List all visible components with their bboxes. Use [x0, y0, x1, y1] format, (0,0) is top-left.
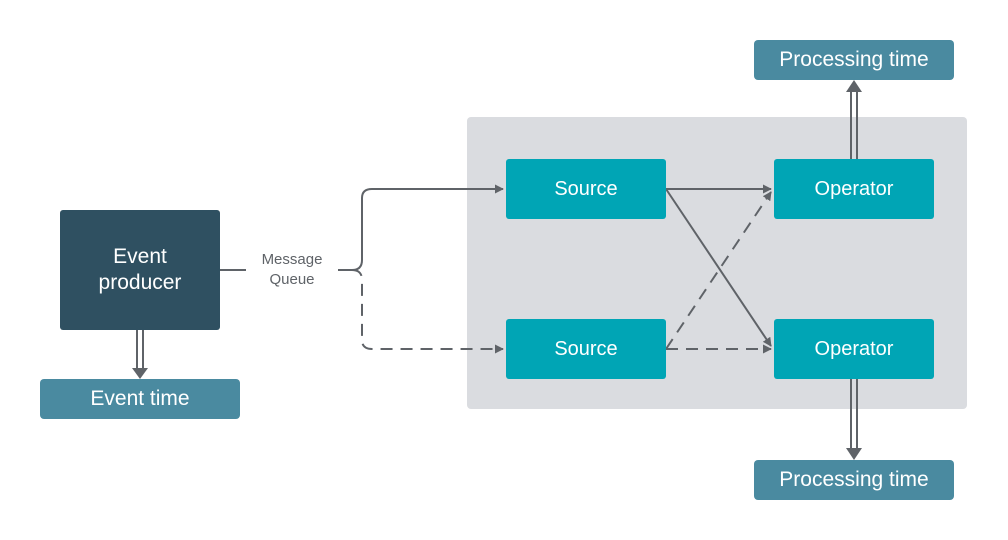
event-time-node: Event time [40, 379, 240, 419]
edge-queue-to-source-bottom [351, 269, 504, 354]
operator-top-label: Operator [814, 177, 894, 200]
operator-node-bottom: Operator [774, 319, 934, 379]
processing-time-node-bottom: Processing time [754, 460, 954, 500]
event-producer-label: Event producer [98, 245, 182, 294]
edge-operator-top-to-processing-time-top [846, 80, 862, 159]
edge-producer-to-event-time [132, 330, 148, 379]
processing-time-bottom-label: Processing time [779, 468, 929, 491]
event-time-label: Event time [90, 387, 190, 410]
source-node-bottom: Source [506, 319, 666, 379]
edge-source-bottom-to-operator-top [665, 191, 772, 350]
edge-operator-bottom-to-processing-time-bottom [846, 379, 862, 460]
operator-node-top: Operator [774, 159, 934, 219]
source-bottom-label: Source [554, 337, 618, 360]
source-node-top: Source [506, 159, 666, 219]
operator-bottom-label: Operator [814, 337, 894, 360]
source-top-label: Source [554, 177, 618, 200]
processing-time-node-top: Processing time [754, 40, 954, 80]
edge-source-top-to-operator-bottom [665, 188, 772, 347]
event-producer-node: Event producer [60, 210, 220, 330]
edge-queue-to-source-top [351, 184, 504, 271]
message-queue-label: Message Queue [246, 250, 338, 290]
processing-time-top-label: Processing time [779, 48, 929, 71]
